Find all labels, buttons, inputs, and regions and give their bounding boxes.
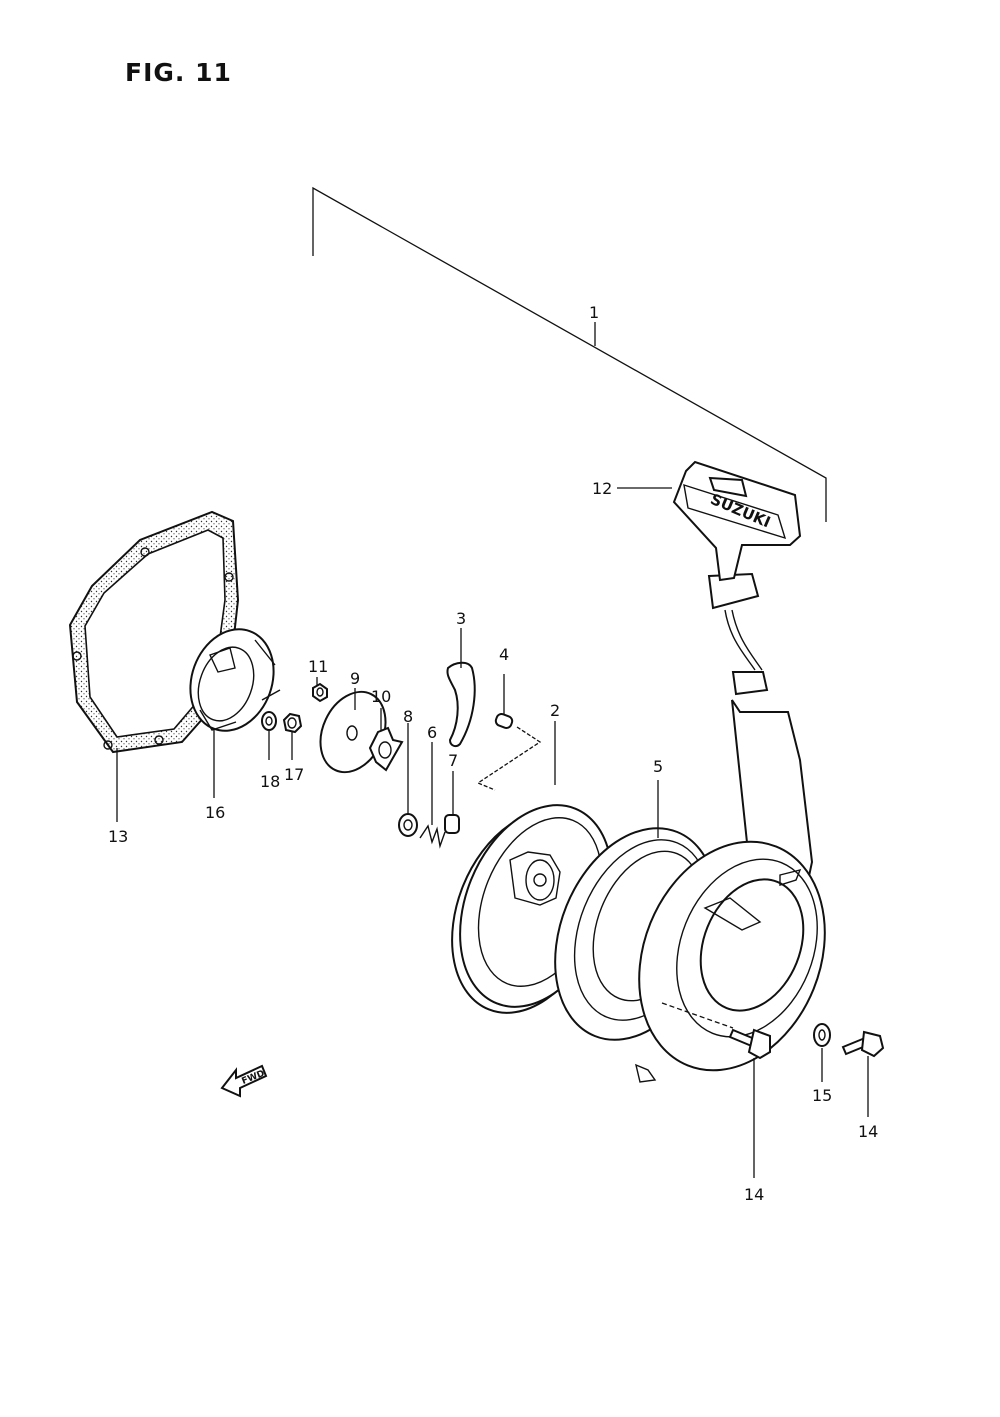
starter-case	[635, 699, 826, 1083]
pin	[494, 713, 514, 729]
callout-18: 18	[260, 772, 280, 791]
callout-10: 10	[371, 687, 391, 706]
fwd-label: FWD	[241, 1069, 267, 1087]
fwd-arrow-icon: FWD	[220, 1064, 268, 1098]
starter-handle: SUZUKI	[672, 460, 802, 582]
callout-14-right: 14	[858, 1122, 878, 1141]
callout-7: 7	[448, 751, 458, 770]
callout-14-lower: 14	[744, 1185, 764, 1204]
assembly-bracket	[312, 186, 827, 522]
callout-15: 15	[812, 1086, 832, 1105]
callout-2: 2	[550, 701, 560, 720]
spring-washer	[398, 813, 418, 837]
callout-1: 1	[589, 303, 599, 322]
bolt-washer	[813, 1023, 831, 1047]
starter-rope	[707, 572, 769, 696]
pulley-cup	[189, 628, 281, 732]
callout-9: 9	[350, 669, 360, 688]
figure-title: FIG. 11	[125, 58, 232, 87]
callout-leaders	[116, 322, 869, 1178]
bolt-right	[841, 1030, 885, 1058]
callout-6: 6	[427, 723, 437, 742]
ratchet-guide	[368, 726, 404, 772]
callout-3: 3	[456, 609, 466, 628]
callout-13: 13	[108, 827, 128, 846]
collar	[444, 814, 460, 834]
callout-17: 17	[284, 765, 304, 784]
callout-8: 8	[403, 707, 413, 726]
callout-11: 11	[308, 657, 328, 676]
nut	[282, 712, 303, 734]
callout-5: 5	[653, 757, 663, 776]
callout-12: 12	[592, 479, 612, 498]
nut-small	[312, 682, 328, 703]
coil-spring	[419, 824, 446, 849]
bolt-lower	[661, 1002, 771, 1060]
washer	[261, 711, 277, 731]
callout-4: 4	[499, 645, 509, 664]
callout-16: 16	[205, 803, 225, 822]
ratchet-pawl	[446, 661, 476, 748]
